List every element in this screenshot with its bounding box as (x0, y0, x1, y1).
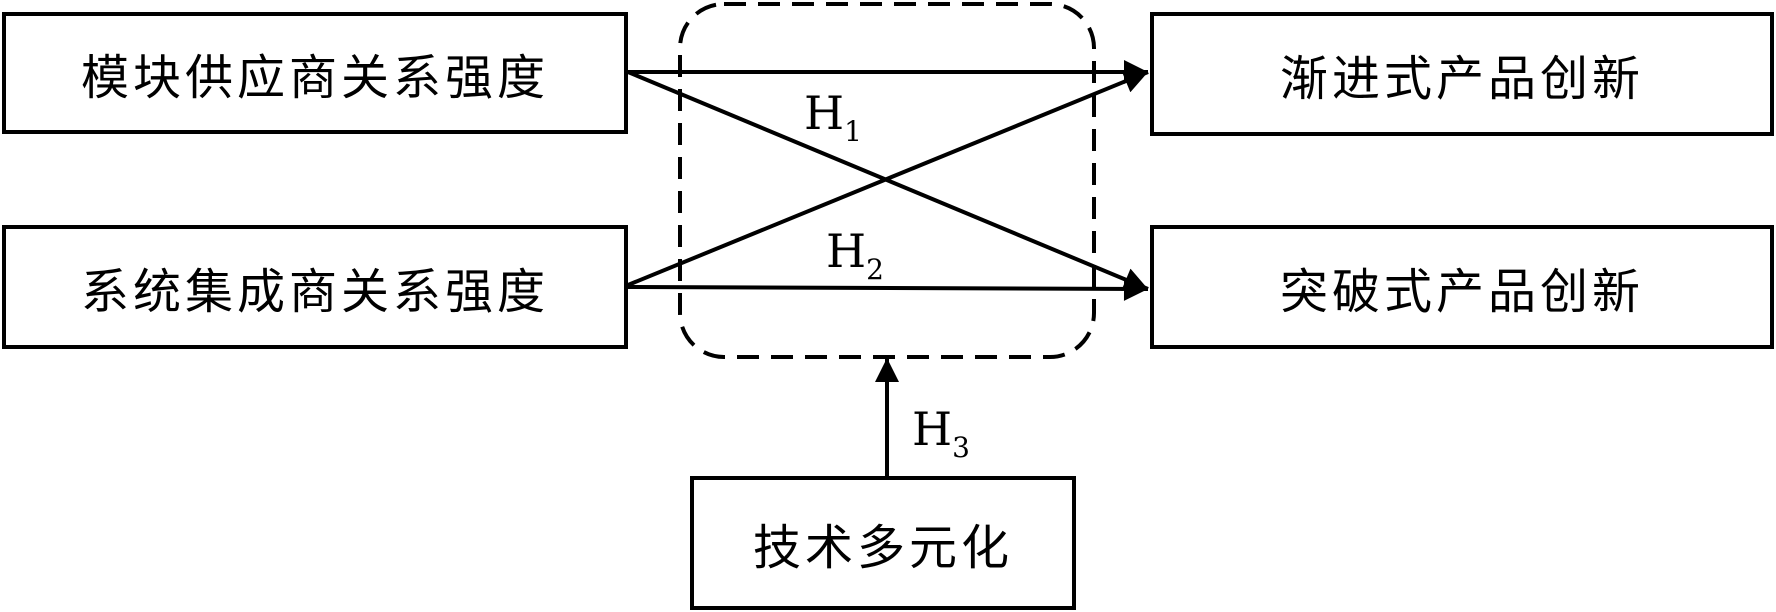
arrow-integrator-to-incremental (627, 69, 1149, 287)
hypothesis-label-h3: H3 (912, 402, 970, 464)
node-module-supplier-relationship: 模块供应商关系强度 (2, 12, 628, 134)
node-label: 技术多元化 (752, 520, 1013, 576)
node-radical-innovation: 突破式产品创新 (1150, 225, 1774, 349)
node-label: 模块供应商关系强度 (80, 50, 549, 106)
hypothesis-label-h1: H1 (804, 86, 862, 148)
node-label: 渐进式产品创新 (1279, 51, 1644, 107)
arrow-integrator-to-radical (627, 276, 1149, 301)
moderator-dashed-region (678, 2, 1096, 359)
node-system-integrator-relationship: 系统集成商关系强度 (2, 225, 628, 349)
node-incremental-innovation: 渐进式产品创新 (1150, 12, 1774, 136)
node-label: 系统集成商关系强度 (80, 264, 549, 320)
node-label: 突破式产品创新 (1279, 264, 1644, 320)
node-tech-diversification: 技术多元化 (690, 476, 1076, 610)
hypothesis-label-h2: H2 (826, 224, 884, 286)
